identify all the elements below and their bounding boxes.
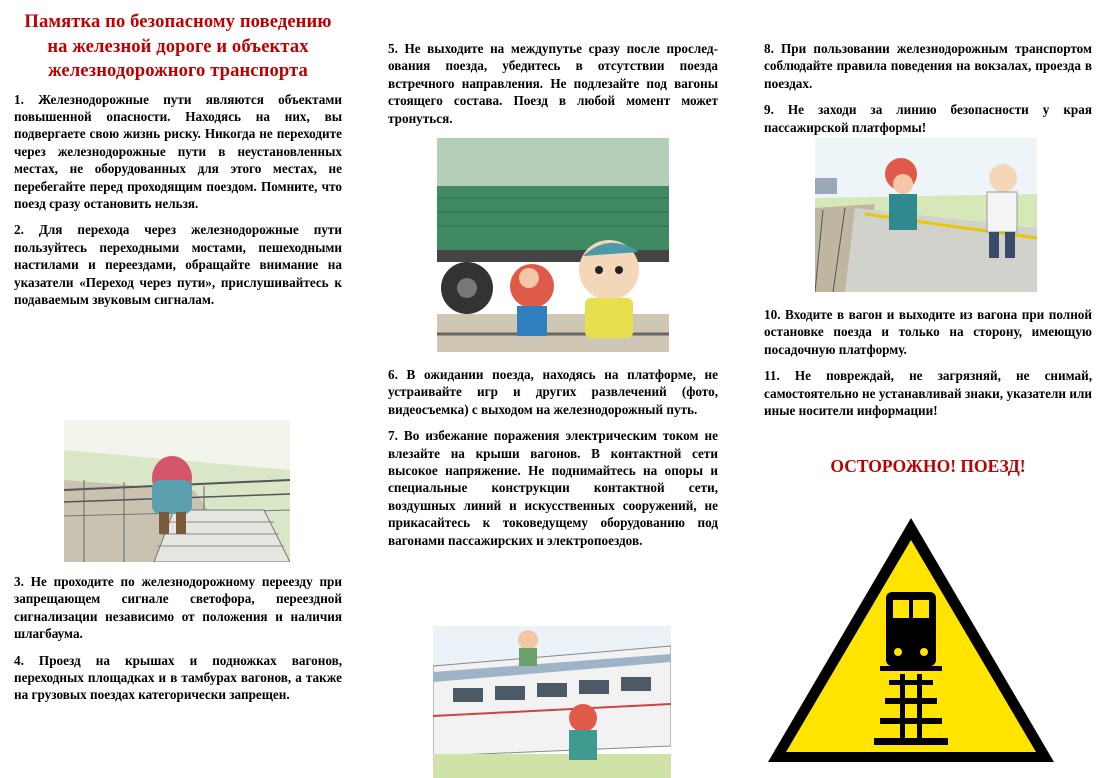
warning-sign-train bbox=[764, 514, 1058, 766]
column-middle-lower: 6. В ожидании поезда, находясь на платфо… bbox=[388, 366, 718, 549]
rule-4: 4. Проезд на крышах и подножках вагонов,… bbox=[14, 652, 342, 703]
column-right-lower: 10. Входите в вагон и выходите из вагона… bbox=[764, 306, 1092, 419]
rule-2: 2. Для перехода через железнодорожные пу… bbox=[14, 222, 342, 307]
column-right: 8. При пользовании железнодорожным транс… bbox=[764, 40, 1092, 136]
illustration-train-wagon bbox=[437, 138, 669, 352]
illustration-footbridge bbox=[64, 420, 290, 562]
rule-7: 7. Во избежание поражения электрическим … bbox=[388, 428, 718, 548]
rule-6: 6. В ожидании поезда, находясь на платфо… bbox=[388, 367, 718, 417]
rule-9: 9. Не заходи за линию безопасности у кра… bbox=[764, 102, 1092, 135]
page-title: Памятка по безопасному поведению на желе… bbox=[24, 11, 332, 81]
column-left: Памятка по безопасному поведению на желе… bbox=[14, 0, 342, 308]
rule-8: 8. При пользовании железнодорожным транс… bbox=[764, 41, 1092, 91]
rule-5: 5. Не выходите на междупутье сразу после… bbox=[388, 41, 718, 126]
column-left-lower: 3. Не проходите по железнодорожному пере… bbox=[14, 573, 342, 704]
rail-track-icon bbox=[874, 674, 948, 745]
column-middle: 5. Не выходите на междупутье сразу после… bbox=[388, 40, 718, 127]
illustration-platform-edge bbox=[815, 138, 1037, 292]
illustration-train-roof bbox=[433, 626, 671, 778]
rule-10: 10. Входите в вагон и выходите из вагона… bbox=[764, 307, 1092, 357]
rule-1: 1. Железнодорожные пути являются объекта… bbox=[14, 91, 342, 211]
rule-11: 11. Не повреждай, не загрязняй, не снима… bbox=[764, 368, 1092, 419]
warning-heading: ОСТОРОЖНО! ПОЕЗД! bbox=[830, 456, 1026, 476]
train-icon bbox=[880, 592, 942, 671]
rule-3: 3. Не проходите по железнодорожному пере… bbox=[14, 574, 342, 642]
